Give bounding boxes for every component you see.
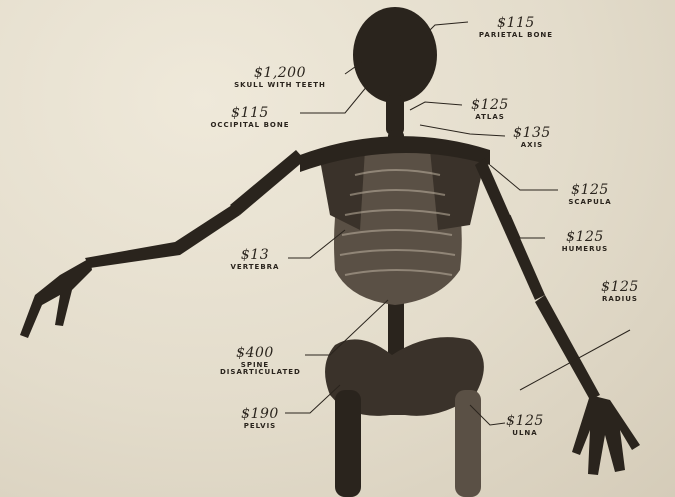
label-skull-with-teeth: $1,200 SKULL WITH TEETH xyxy=(220,66,340,89)
name-axis: AXIS xyxy=(502,142,562,149)
label-occipital-bone: $115 OCCIPITAL BONE xyxy=(200,106,300,129)
price-parietal-bone: $115 xyxy=(472,16,560,30)
label-axis: $135 AXIS xyxy=(502,126,562,149)
label-pelvis: $190 PELVIS xyxy=(230,407,290,430)
label-spine-disarticulated: $400 SPINE DISARTICULATED xyxy=(205,346,305,376)
label-ulna: $125 ULNA xyxy=(500,414,550,437)
price-atlas: $125 xyxy=(460,98,520,112)
forearm-right xyxy=(535,295,600,400)
price-humerus: $125 xyxy=(545,230,625,244)
price-pelvis: $190 xyxy=(230,407,290,421)
price-radius: $125 xyxy=(585,280,655,294)
label-parietal-bone: $115 PARIETAL BONE xyxy=(472,16,560,39)
name-ulna: ULNA xyxy=(500,430,550,437)
price-vertebra: $13 xyxy=(220,248,290,262)
name-parietal-bone: PARIETAL BONE xyxy=(472,32,560,39)
femur-left xyxy=(335,390,361,497)
humerus-left xyxy=(230,150,305,215)
name-atlas: ATLAS xyxy=(460,114,520,121)
name-skull-with-teeth: SKULL WITH TEETH xyxy=(220,82,340,89)
scapula-right xyxy=(430,150,485,230)
neck xyxy=(386,95,404,135)
label-vertebra: $13 VERTEBRA xyxy=(220,248,290,271)
price-ulna: $125 xyxy=(500,414,550,428)
femur-right xyxy=(455,390,481,497)
hand-right xyxy=(572,395,640,475)
label-scapula: $125 SCAPULA xyxy=(555,183,625,206)
price-scapula: $125 xyxy=(555,183,625,197)
name-radius: RADIUS xyxy=(585,296,655,303)
name-humerus: HUMERUS xyxy=(545,246,625,253)
forearm-left xyxy=(85,205,240,268)
name-vertebra: VERTEBRA xyxy=(220,264,290,271)
price-skull-with-teeth: $1,200 xyxy=(220,66,340,80)
price-axis: $135 xyxy=(502,126,562,140)
price-spine-disarticulated: $400 xyxy=(205,346,305,360)
hand-left xyxy=(20,258,92,338)
name-spine-disarticulated: SPINE DISARTICULATED xyxy=(220,362,290,376)
label-humerus: $125 HUMERUS xyxy=(545,230,625,253)
name-occipital-bone: OCCIPITAL BONE xyxy=(200,122,300,129)
price-occipital-bone: $115 xyxy=(200,106,300,120)
label-radius: $125 RADIUS xyxy=(585,280,655,303)
label-atlas: $125 ATLAS xyxy=(460,98,520,121)
name-scapula: SCAPULA xyxy=(555,199,625,206)
humerus-right xyxy=(475,158,545,300)
name-pelvis: PELVIS xyxy=(230,423,290,430)
